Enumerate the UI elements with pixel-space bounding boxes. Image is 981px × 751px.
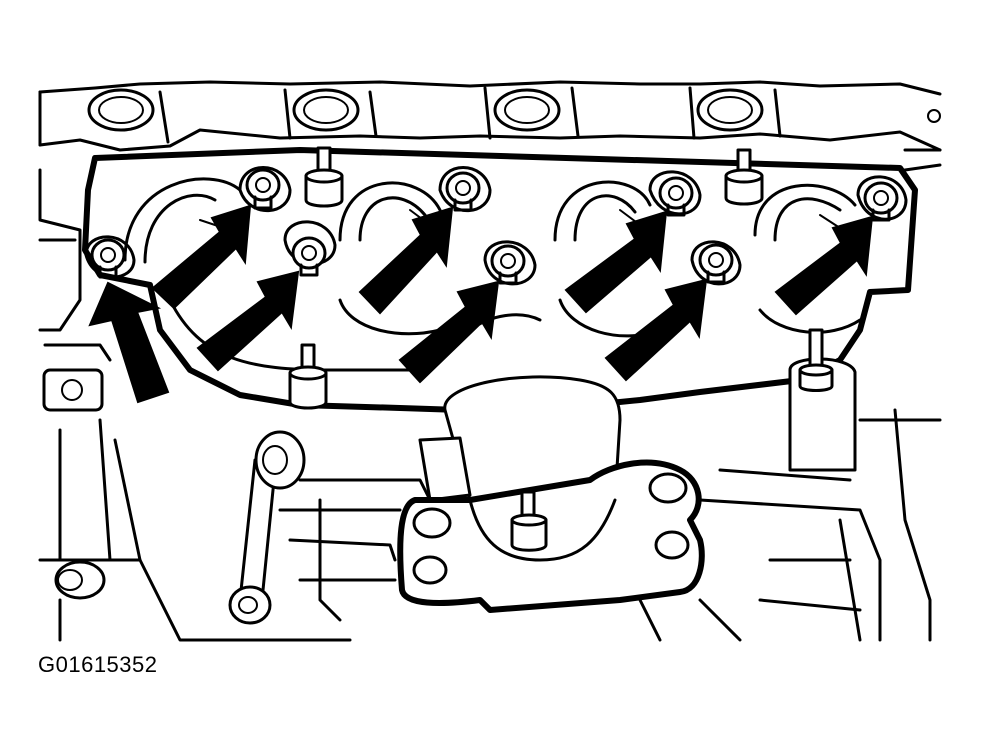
arrow bbox=[774, 215, 874, 316]
callout-arrows bbox=[88, 204, 874, 404]
bolt bbox=[245, 168, 281, 210]
bolt bbox=[863, 181, 899, 222]
studs bbox=[288, 146, 857, 472]
arrow bbox=[151, 204, 252, 310]
bolt bbox=[90, 238, 126, 279]
bolt bbox=[658, 176, 694, 217]
bolt bbox=[490, 244, 526, 285]
arrow bbox=[398, 280, 500, 384]
engine-block bbox=[38, 168, 942, 642]
arrow bbox=[196, 270, 300, 372]
arrow bbox=[88, 281, 170, 404]
figure-code: G01615352 bbox=[38, 652, 158, 677]
cylinder-head bbox=[38, 80, 942, 172]
bolt bbox=[698, 243, 734, 284]
bolt bbox=[291, 236, 327, 277]
manifold-bolts bbox=[90, 168, 899, 285]
bolt bbox=[445, 171, 481, 212]
collector-outlet bbox=[397, 375, 705, 613]
arrow bbox=[564, 210, 668, 314]
arrow bbox=[604, 278, 708, 382]
valve-cups bbox=[87, 88, 764, 132]
arrow bbox=[358, 206, 454, 315]
